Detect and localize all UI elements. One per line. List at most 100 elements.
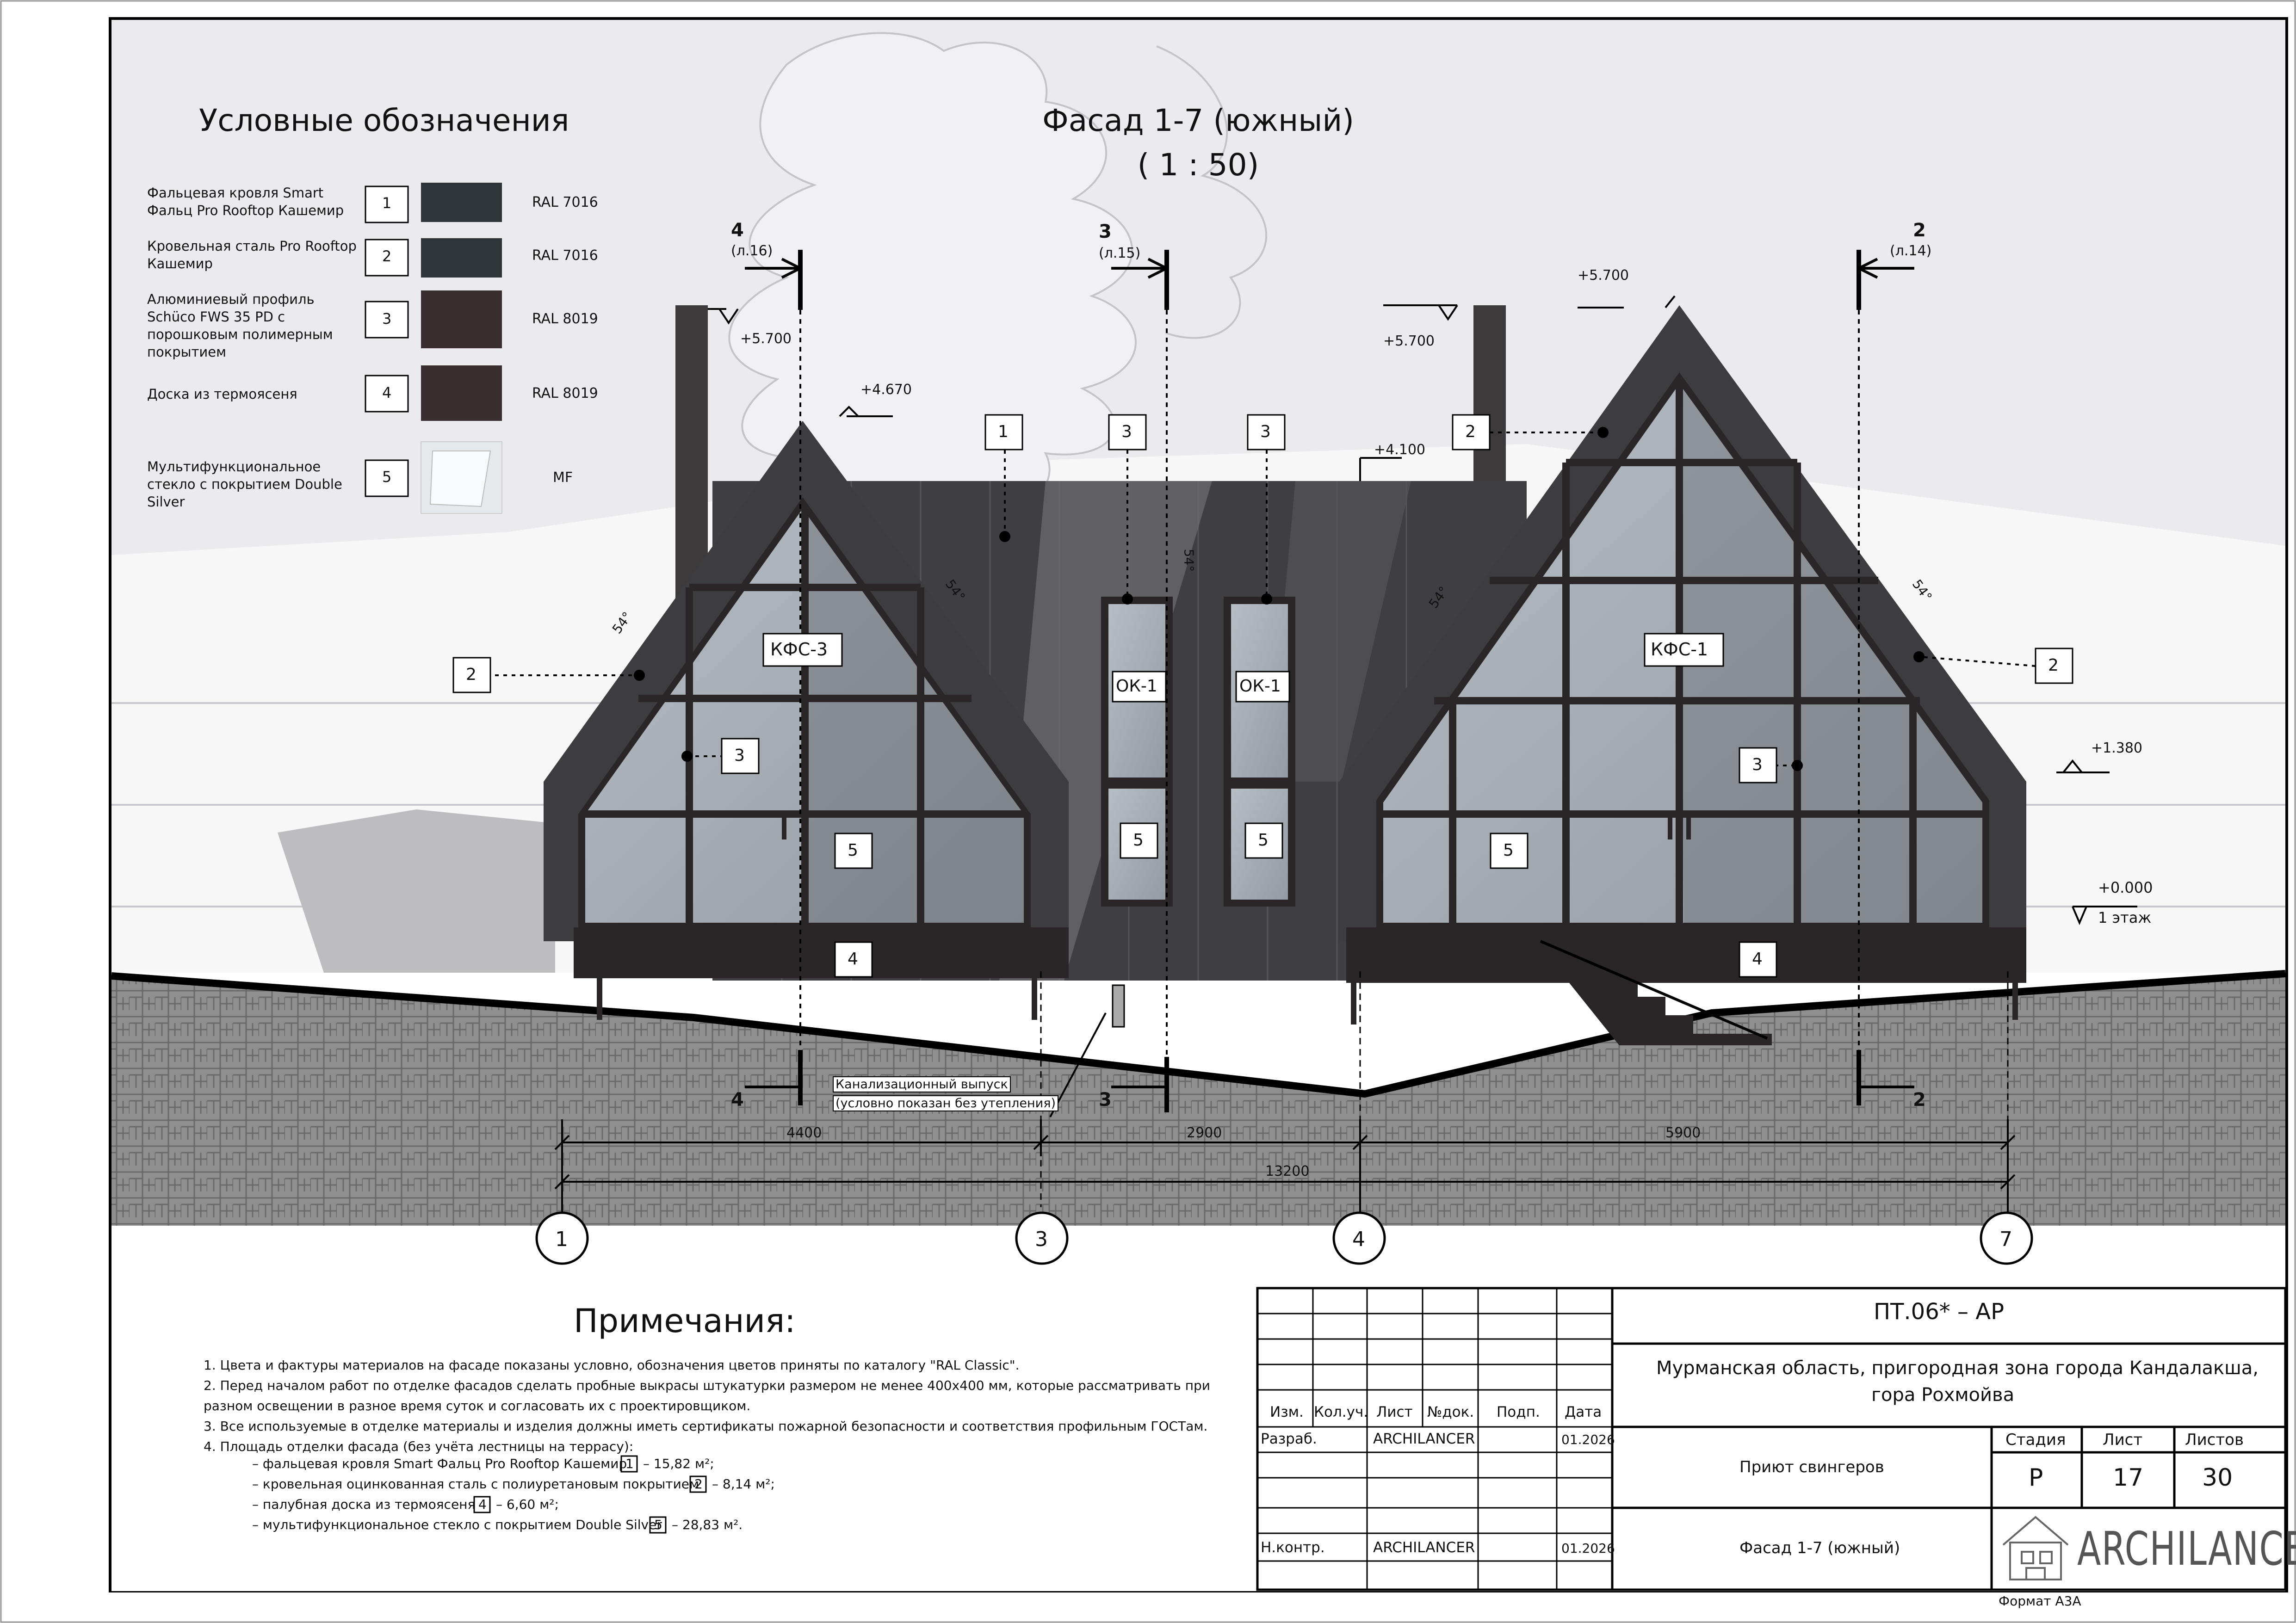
legend-item-3-text: Алюминиевый профиль Schüco FWS 35 PD с п… xyxy=(147,291,333,360)
tag-glass-5-right: 5 xyxy=(1503,841,1514,860)
tag-glass-5-ok-right: 5 xyxy=(1258,831,1269,850)
house-logo-icon xyxy=(2002,1516,2069,1580)
facade-scale: ( 1 : 50) xyxy=(1137,147,1259,183)
legend-item-1-text: Фальцевая кровля Smart Фальц Pro Rooftop… xyxy=(147,185,344,218)
note-4-sub-2: – кровельная оцинкованная сталь с полиур… xyxy=(252,1476,699,1492)
stamp-razrab: Разраб. xyxy=(1261,1431,1317,1447)
legend-swatches xyxy=(421,183,502,514)
legend-item-1-num: 1 xyxy=(382,194,392,212)
section-2-num: 2 xyxy=(1913,220,1926,241)
note-4-sub-4-num: 5 xyxy=(654,1517,662,1532)
stamp-nkontr-date: 01.2026 xyxy=(1561,1541,1615,1556)
notes-title: Примечания: xyxy=(574,1302,796,1340)
legend-item-5-code: MF xyxy=(553,469,573,486)
mark-kfs-1: КФС-1 xyxy=(1651,639,1708,660)
section-2-ref: (л.14) xyxy=(1890,243,1932,259)
note-4-sub-2-val: – 8,14 м²; xyxy=(712,1476,775,1492)
section-4-num: 4 xyxy=(731,220,744,241)
axis-7-label: 7 xyxy=(1999,1228,2012,1251)
dim-13200: 13200 xyxy=(1265,1163,1310,1179)
legend-item-3-code: RAL 8019 xyxy=(532,311,598,327)
level-5700-ridge: +5.700 xyxy=(1578,267,1629,284)
angle-3: 54° xyxy=(1181,549,1197,572)
stamp-code: ПТ.06* – АР xyxy=(1874,1299,2005,1325)
tag-roof-1: 1 xyxy=(998,422,1009,441)
axis-1-circle xyxy=(535,1211,589,1265)
mark-ok-1-left: ОК-1 xyxy=(1116,677,1157,696)
note-1: 1. Цвета и фактуры материалов на фасаде … xyxy=(204,1358,1020,1373)
legend-item-1-code: RAL 7016 xyxy=(532,194,598,210)
note-3: 3. Все используемые в отделке материалы … xyxy=(204,1419,1208,1434)
axis-7-circle xyxy=(1980,1211,2033,1265)
note-2: 2. Перед началом работ по отделке фасадо… xyxy=(204,1378,1210,1393)
tag-steel-2-far-right: 2 xyxy=(2048,656,2059,675)
legend-item-3-num: 3 xyxy=(382,310,392,327)
note-4-sub-2-num: 2 xyxy=(694,1476,703,1492)
legend-item-5-text: Мультифункциональное стекло с покрытием … xyxy=(147,459,342,510)
level-5700-chimney: +5.700 xyxy=(740,331,792,347)
legend-item-5-num: 5 xyxy=(382,468,392,486)
tag-steel-2-right: 2 xyxy=(1465,422,1476,441)
legend-item-4-code: RAL 8019 xyxy=(532,385,598,401)
tag-glass-5-ok-left: 5 xyxy=(1133,831,1144,850)
note-4-sub-3: – палубная доска из термоясеня xyxy=(252,1497,476,1512)
note-4-sub-1: – фальцевая кровля Smart Фальц Pro Rooft… xyxy=(252,1456,627,1471)
axis-3-label: 3 xyxy=(1035,1228,1048,1251)
a-frame-left xyxy=(544,421,1069,1020)
tag-profile-3-right: 3 xyxy=(1752,755,1763,774)
stamp-nkontr-name: ARCHILANCER xyxy=(1373,1539,1475,1556)
stamp-h-kol: Кол.уч. xyxy=(1314,1404,1368,1420)
stamp-list-header: Лист xyxy=(2103,1431,2143,1449)
note-4: 4. Площадь отделки фасада (без учёта лес… xyxy=(204,1439,634,1454)
section-4-ref: (л.16) xyxy=(731,243,773,259)
note-4-sub-3-num: 4 xyxy=(478,1497,487,1512)
stamp-h-ndoc: №док. xyxy=(1427,1404,1474,1420)
note-4-sub-4-val: – 28,83 м². xyxy=(672,1517,743,1532)
dim-2900: 2900 xyxy=(1187,1125,1222,1141)
section-3-bottom-num: 3 xyxy=(1099,1089,1112,1111)
stamp-razrab-date: 01.2026 xyxy=(1561,1432,1615,1447)
legend-item-4-text: Доска из термоясеня xyxy=(147,386,297,402)
stamp-sheet-title: Фасад 1-7 (южный) xyxy=(1739,1539,1900,1557)
stamp-lists: 30 xyxy=(2202,1464,2233,1492)
axis-1-label: 1 xyxy=(555,1228,568,1251)
legend-item-2-code: RAL 7016 xyxy=(532,247,598,264)
note-4-sub-3-val: – 6,60 м²; xyxy=(496,1497,559,1512)
dim-5900: 5900 xyxy=(1665,1125,1701,1141)
section-3-num: 3 xyxy=(1099,221,1112,242)
stamp-object: Приют свингеров xyxy=(1739,1458,1884,1476)
stamp-h-date: Дата xyxy=(1565,1404,1602,1420)
facade-title: Фасад 1-7 (южный) xyxy=(1042,103,1355,138)
section-2-bottom-num: 2 xyxy=(1913,1089,1926,1111)
sheet-format: Формат А3А xyxy=(1999,1593,2081,1609)
legend-item-2-text: Кровельная сталь Pro Rooftop Кашемир xyxy=(147,238,357,272)
mark-kfs-3: КФС-3 xyxy=(770,639,828,660)
level-4670: +4.670 xyxy=(860,382,912,398)
note-4-sub-4: – мультифункциональное стекло с покрытие… xyxy=(252,1517,662,1532)
level-floor-label: 1 этаж xyxy=(2098,909,2152,926)
title-block xyxy=(1256,1287,2287,1591)
tag-board-4-left: 4 xyxy=(848,950,858,969)
axis-4-label: 4 xyxy=(1352,1228,1365,1251)
mark-ok-1-right: ОК-1 xyxy=(1239,677,1281,696)
tag-glass-5-left: 5 xyxy=(848,841,858,860)
note-4-sub-1-val: – 15,82 м²; xyxy=(643,1456,714,1471)
stamp-stage-header: Стадия xyxy=(2005,1431,2066,1449)
window-ok-1-right xyxy=(1224,597,1295,907)
level-1380: +1.380 xyxy=(2091,740,2143,756)
stamp-h-list: Лист xyxy=(1376,1404,1413,1420)
note-2-cont: разном освещении в разное время суток и … xyxy=(204,1398,751,1413)
stamp-brand: ARCHILANCER xyxy=(2077,1522,2296,1576)
note-4-sub-1-num: 1 xyxy=(625,1456,634,1471)
legend-item-4-num: 4 xyxy=(382,384,392,401)
stamp-lists-header: Листов xyxy=(2185,1431,2244,1449)
legend-title: Условные обозначения xyxy=(199,103,569,138)
tag-profile-3-a: 3 xyxy=(1121,422,1132,441)
level-4100: +4.100 xyxy=(1374,442,1426,458)
tag-board-4-right: 4 xyxy=(1752,950,1763,969)
window-ok-1-left xyxy=(1101,597,1173,907)
stamp-stage: Р xyxy=(2029,1464,2043,1492)
sewer-note-line2: (условно показан без утепления) xyxy=(833,1095,1058,1111)
axis-3-circle xyxy=(1015,1211,1069,1265)
